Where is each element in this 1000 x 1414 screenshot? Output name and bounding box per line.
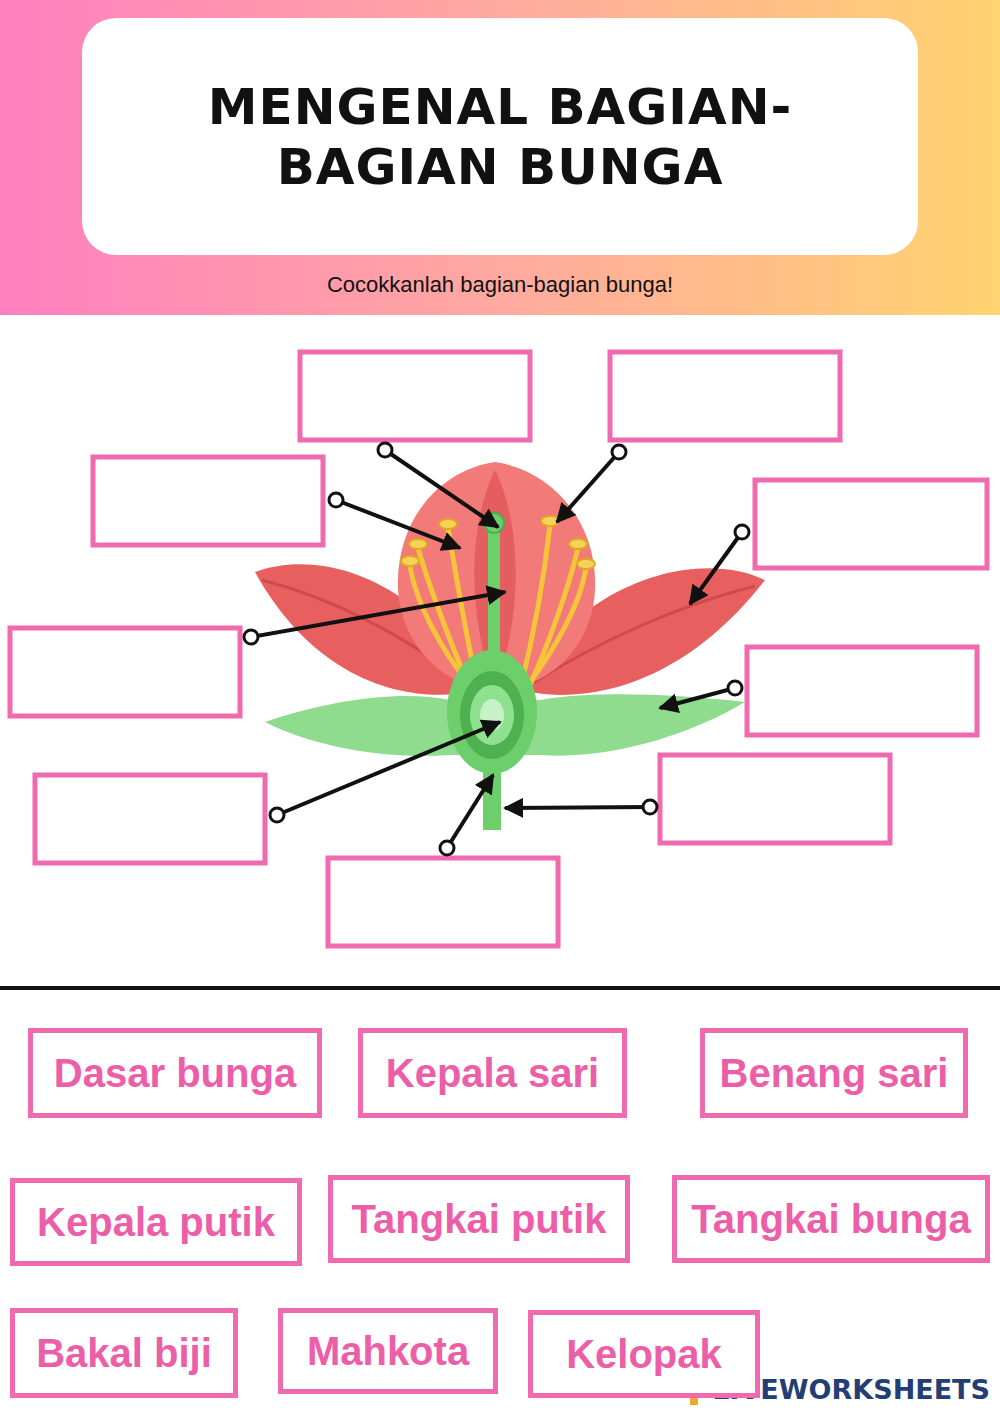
title-box: MENGENAL BAGIAN-BAGIAN BUNGA — [82, 18, 918, 255]
answer-card: Kepala sari — [358, 1028, 627, 1118]
answer-card: Tangkai putik — [328, 1175, 630, 1263]
answer-text: Dasar bunga — [42, 1051, 308, 1096]
answer-card: Kelopak — [528, 1310, 760, 1398]
answer-card: Dasar bunga — [28, 1028, 322, 1118]
answer-card: Bakal biji — [10, 1308, 238, 1398]
answer-text: Kepala putik — [25, 1200, 287, 1245]
answer-text: Tangkai bunga — [679, 1197, 982, 1242]
title: MENGENAL BAGIAN-BAGIAN BUNGA — [120, 77, 880, 197]
answer-text: Benang sari — [708, 1051, 961, 1096]
answer-text: Mahkota — [295, 1329, 481, 1374]
answer-text: Kepala sari — [374, 1051, 611, 1096]
answer-card: Kepala putik — [10, 1178, 302, 1266]
answer-text: Bakal biji — [24, 1331, 224, 1376]
answer-card: Tangkai bunga — [672, 1175, 990, 1263]
instruction: Cocokkanlah bagian-bagian bunga! — [0, 272, 1000, 298]
answer-card: Benang sari — [700, 1028, 968, 1118]
answer-card: Mahkota — [278, 1308, 498, 1394]
answer-text: Tangkai putik — [340, 1197, 619, 1242]
answer-text: Kelopak — [554, 1332, 734, 1377]
